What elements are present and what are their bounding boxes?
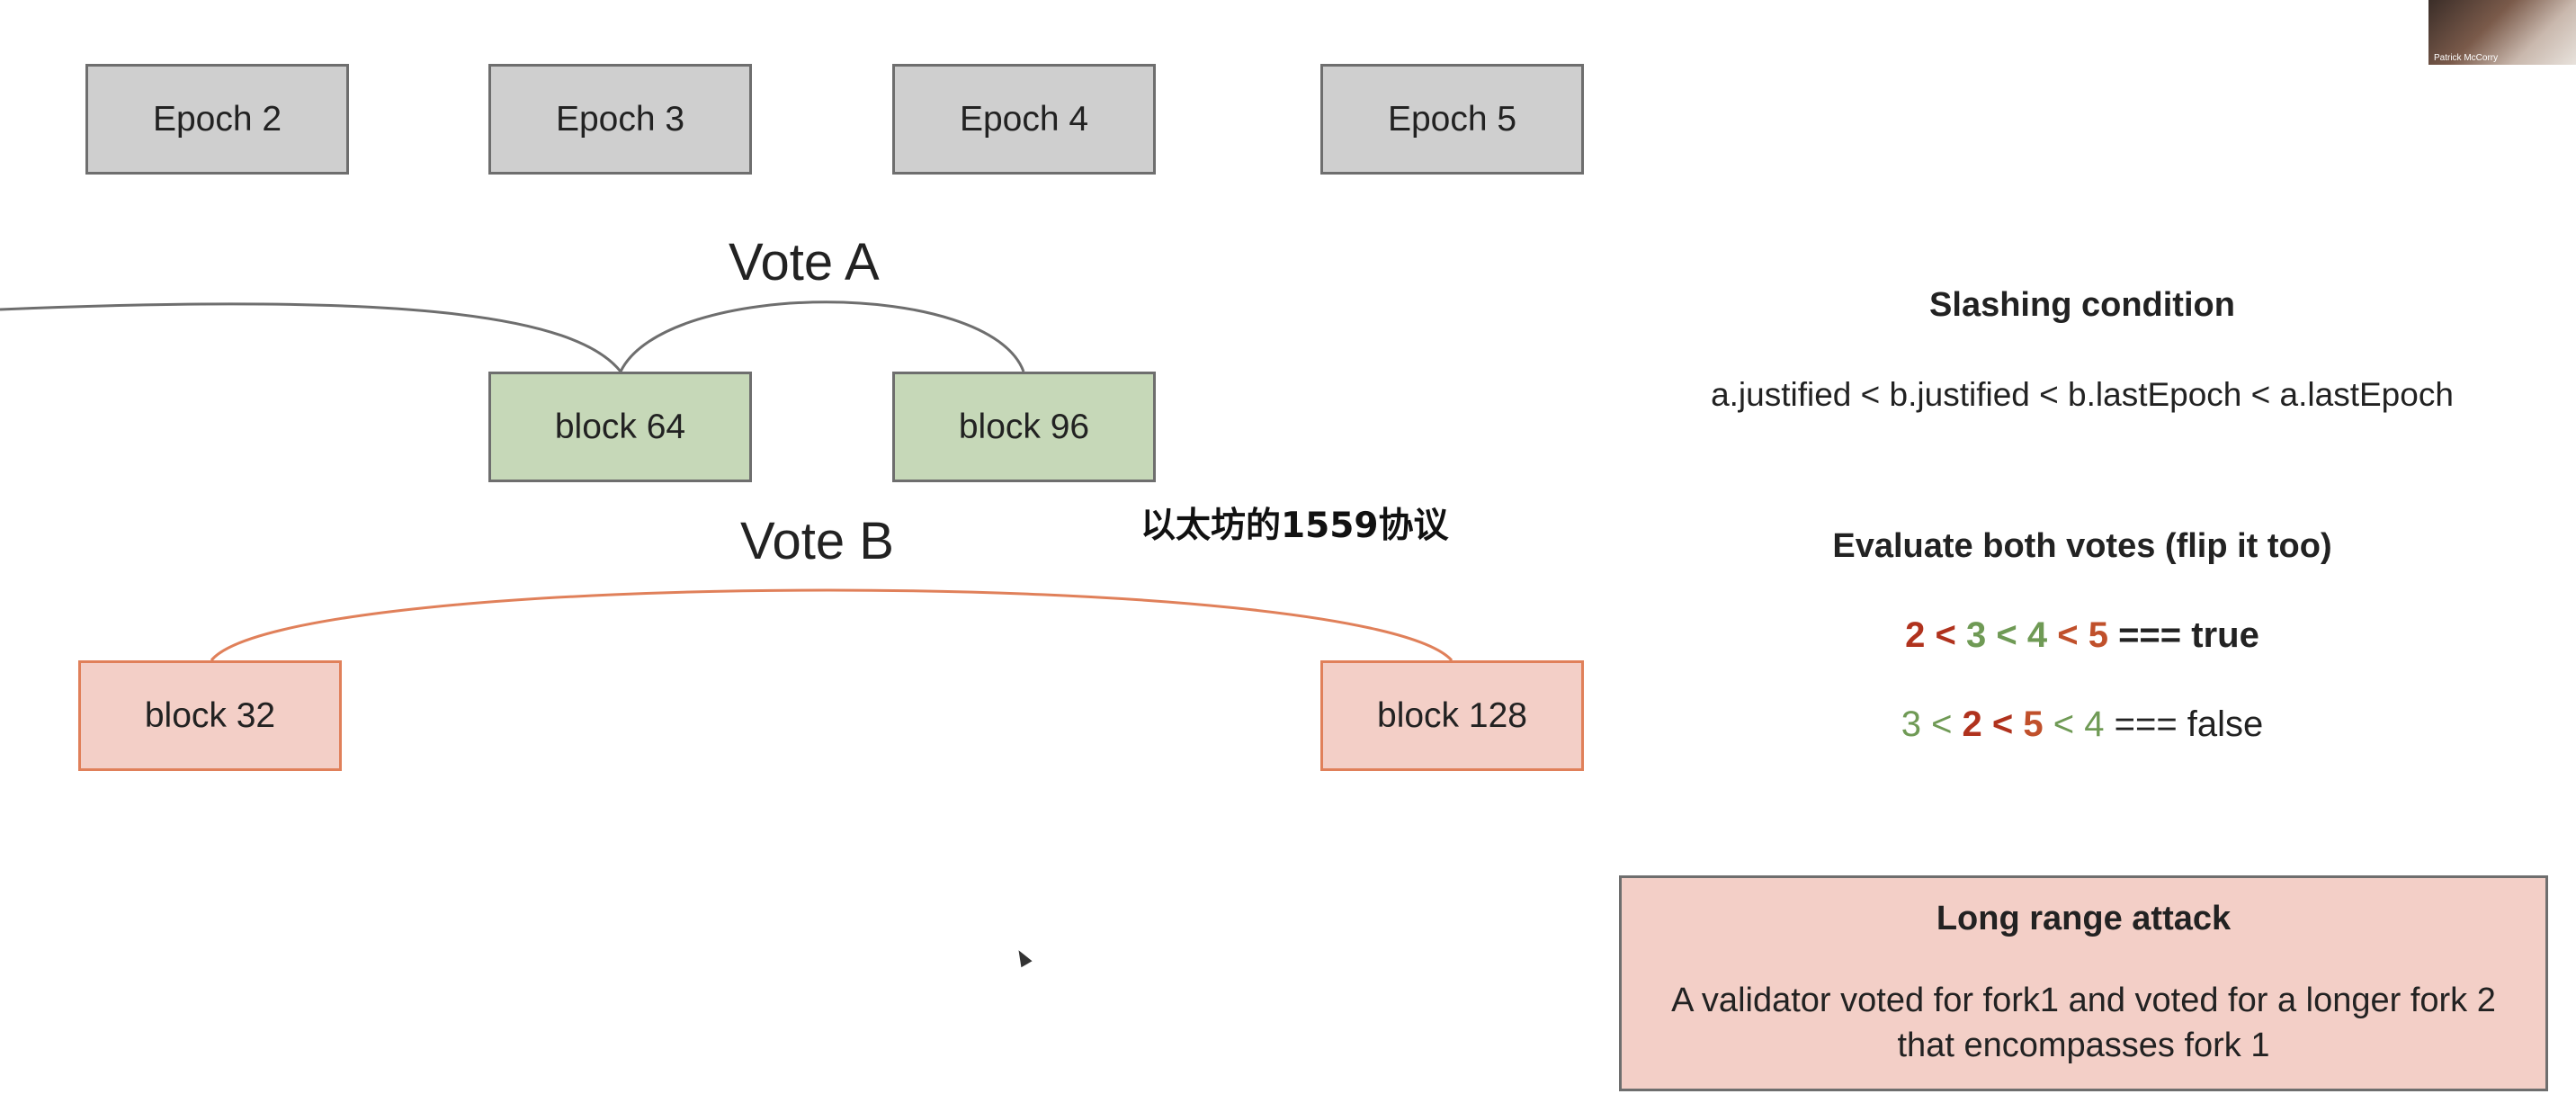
vote-a-label: Vote A [729,233,880,291]
evaluation-row-1: 2 < 3 < 4 < 5 === true [1619,615,2545,656]
evaluation-row-2: 3 < 2 < 5 < 4 === false [1619,704,2545,745]
video-subtitle: 以太坊的1559协议 [1140,506,1449,546]
row1-value-2: 3 [1966,615,1987,655]
row2-value-2: 2 [1962,704,1982,744]
epoch-5-box: Epoch 5 [1320,64,1584,175]
row2-op-1: < [1920,704,1963,744]
row2-op-2: < [1981,704,2024,744]
row1-value-1: 2 [1905,615,1926,655]
vote-a-arc [619,300,1025,372]
evaluate-title: Evaluate both votes (flip it too) [1832,527,2332,565]
vote-b-arc [210,588,1453,662]
slashing-condition-title: Slashing condition [1929,286,2235,324]
row1-value-3: 4 [2026,615,2048,655]
long-range-attack-box: Long range attack A validator voted for … [1619,875,2548,1091]
block-32-box: block 32 [78,660,342,771]
epoch-4-box: Epoch 4 [892,64,1156,175]
block-64-box: block 64 [488,372,752,482]
row2-result: === false [2104,704,2264,744]
long-range-attack-title: Long range attack [1936,900,2232,937]
row2-op-3: < [2043,704,2085,744]
row1-op-1: < [1925,615,1967,655]
webcam-name: Patrick McCorry [2434,53,2499,63]
long-range-attack-description: A validator voted for fork1 and voted fo… [1671,982,2496,1064]
block-128-box: block 128 [1320,660,1584,771]
block-96-box: block 96 [892,372,1156,482]
row1-value-4: 5 [2088,615,2108,655]
row1-op-3: < [2047,615,2089,655]
row2-value-4: 4 [2084,704,2105,744]
webcam-thumbnail: Patrick McCorry [2428,0,2576,65]
epoch-2-box: Epoch 2 [85,64,349,175]
row1-result: === true [2107,615,2259,655]
row2-value-1: 3 [1901,704,1921,744]
row2-value-3: 5 [2023,704,2044,744]
vote-b-label: Vote B [740,512,894,570]
row1-op-2: < [1986,615,2027,655]
slashing-condition-expression: a.justified < b.justified < b.lastEpoch … [1711,376,2454,413]
vote-a-incoming-arc [0,302,622,372]
epoch-3-box: Epoch 3 [488,64,752,175]
